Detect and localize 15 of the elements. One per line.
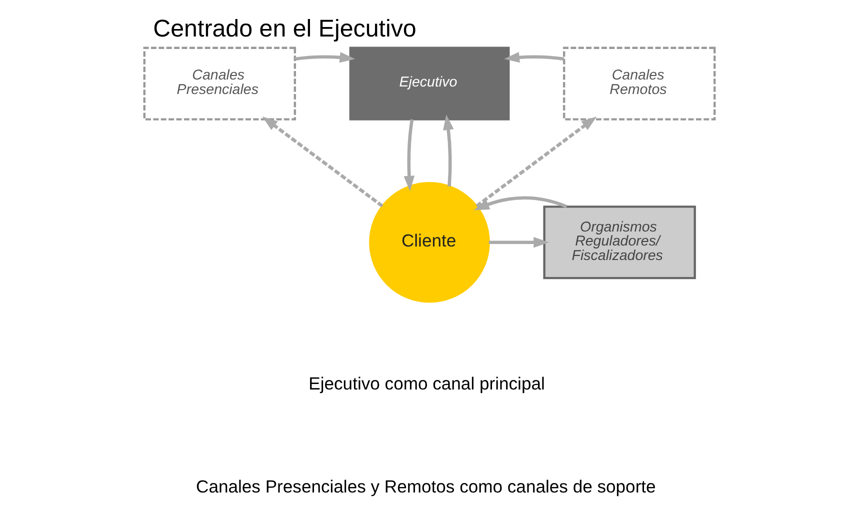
node-box: Canales Presenciales: [142, 46, 296, 120]
arrow: [294, 52, 355, 63]
label: Canales Presenciales y Remotos como canales de soporte: [196, 476, 656, 497]
label: Ejecutivo como canal principal: [308, 373, 544, 394]
node-box: Ejecutivo: [348, 46, 510, 120]
arrow: [475, 116, 596, 208]
arrow: [488, 236, 549, 248]
arrow: [504, 52, 564, 63]
arrow: [473, 196, 567, 210]
diagram-title: Centrado en el Ejecutivo: [152, 15, 416, 42]
arrow: [403, 119, 414, 192]
node-box: Organismos Reguladores/ Fiscalizadores: [542, 206, 696, 280]
arrow: [442, 114, 454, 186]
node-box: Canales Remotos: [562, 46, 716, 120]
arrow: [262, 116, 383, 208]
